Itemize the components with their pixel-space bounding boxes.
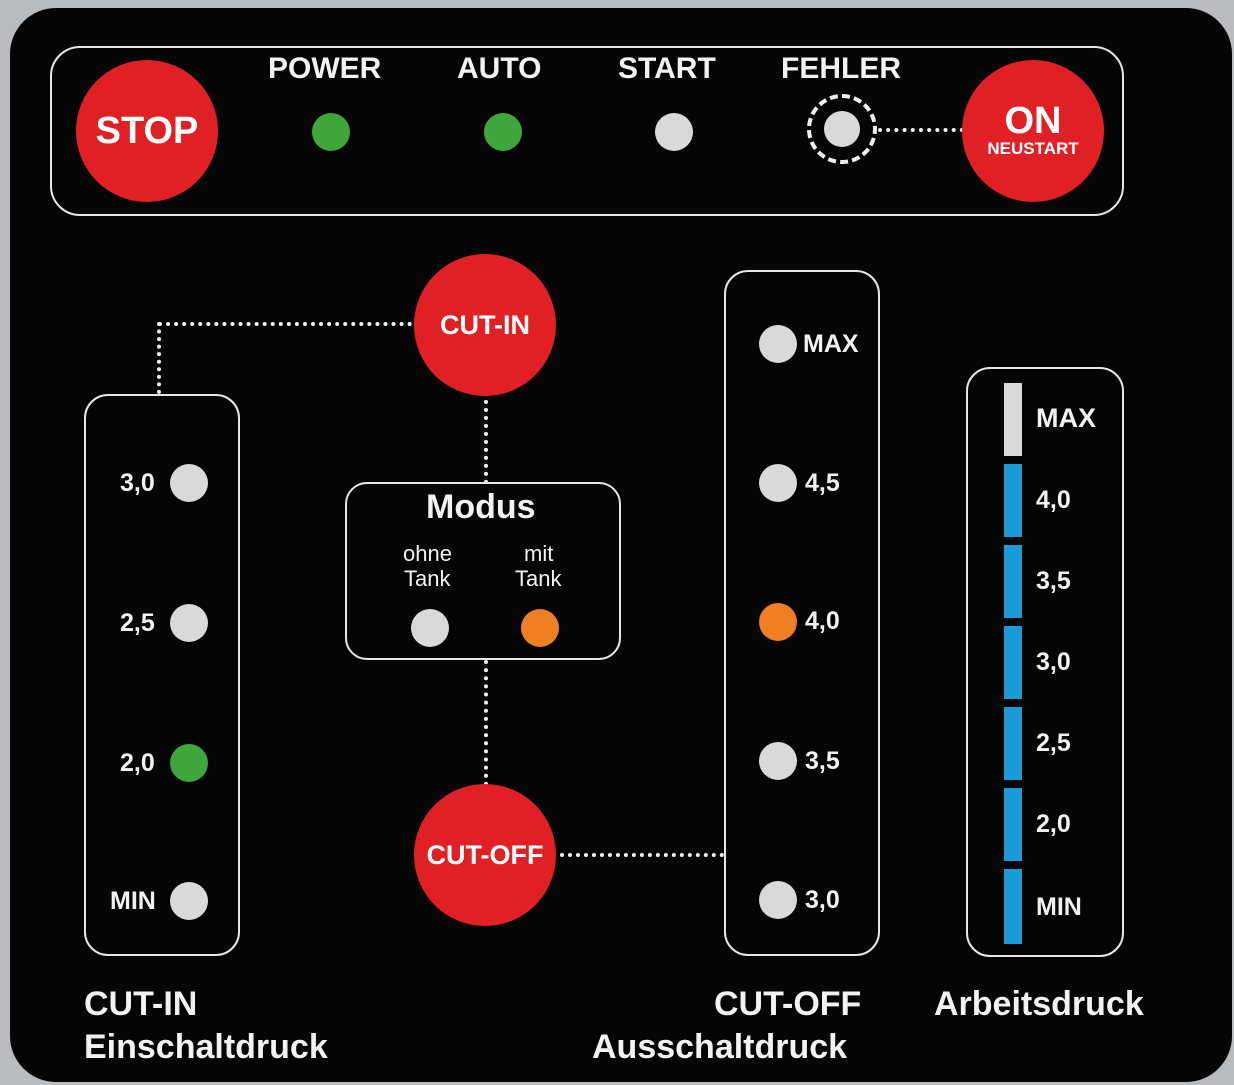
restart-button-label: NEUSTART [987, 139, 1079, 158]
cut-off-title: CUT-OFF [714, 985, 862, 1023]
cut-in-level-led[interactable] [170, 882, 208, 920]
mode-option-text: ohne [403, 541, 452, 566]
mode-option-text: Tank [404, 566, 451, 591]
fehler-label: FEHLER [781, 52, 901, 85]
status-bar-frame [50, 46, 1124, 216]
cut-in-mode-connector [484, 392, 488, 484]
working-pressure-title: Arbeitsdruck [934, 985, 1144, 1023]
working-pressure-bar [1004, 626, 1022, 699]
start-label: START [618, 52, 716, 85]
working-pressure-label: 3,5 [1036, 567, 1071, 595]
working-pressure-label: 4,0 [1036, 486, 1071, 514]
working-pressure-label: MAX [1036, 403, 1096, 433]
working-pressure-label: 2,5 [1036, 729, 1071, 757]
mode-with-tank-led[interactable] [521, 609, 559, 647]
cut-in-level-led[interactable] [170, 604, 208, 642]
cut-off-button[interactable]: CUT-OFF [414, 784, 556, 926]
working-pressure-bar [1004, 869, 1022, 944]
working-pressure-frame [966, 367, 1124, 957]
mode-frame [345, 482, 621, 660]
on-restart-button[interactable]: ON NEUSTART [962, 60, 1104, 202]
cut-in-level-led[interactable] [170, 744, 208, 782]
start-led [655, 113, 693, 151]
mode-cut-off-connector [484, 660, 488, 786]
cut-off-level-led[interactable] [759, 325, 797, 363]
working-pressure-bar [1004, 545, 1022, 618]
cut-in-connector-v [157, 322, 161, 394]
cut-in-subtitle: Einschaltdruck [84, 1028, 328, 1066]
fehler-ring [807, 94, 877, 164]
auto-label: AUTO [457, 52, 542, 85]
auto-led [484, 113, 522, 151]
cut-in-level-label: 2,0 [120, 749, 155, 777]
mode-option-text: mit [524, 541, 554, 566]
cut-in-button[interactable]: CUT-IN [414, 254, 556, 396]
working-pressure-bar [1004, 707, 1022, 780]
cut-off-levels-frame [724, 270, 880, 956]
cut-in-level-label: 2,5 [120, 609, 155, 637]
working-pressure-label: 3,0 [1036, 648, 1071, 676]
working-pressure-label: 2,0 [1036, 810, 1071, 838]
fehler-led [824, 111, 860, 147]
mode-title: Modus [426, 488, 536, 526]
cut-off-level-led[interactable] [759, 881, 797, 919]
cut-in-level-label: 3,0 [120, 469, 155, 497]
cut-off-connector-h [552, 853, 724, 857]
cut-off-level-label: 3,5 [805, 747, 840, 775]
fehler-connector [878, 128, 964, 132]
cut-off-subtitle: Ausschaltdruck [592, 1028, 848, 1066]
cut-in-levels-frame [84, 394, 240, 956]
cut-in-level-label: MIN [110, 887, 156, 915]
working-pressure-bar [1004, 788, 1022, 861]
cut-off-level-label: MAX [803, 330, 859, 358]
mode-option-text: Tank [515, 566, 562, 591]
working-pressure-bar [1004, 383, 1022, 456]
cut-off-level-label: 4,5 [805, 469, 840, 497]
stop-button[interactable]: STOP [76, 60, 218, 202]
stop-button-label: STOP [95, 109, 199, 152]
cut-off-level-label: 4,0 [805, 607, 840, 635]
cut-off-button-label: CUT-OFF [426, 839, 544, 870]
working-pressure-bar [1004, 464, 1022, 537]
cut-in-button-label: CUT-IN [440, 309, 530, 340]
power-label: POWER [268, 52, 382, 85]
mode-without-tank-led[interactable] [411, 609, 449, 647]
on-button-label: ON [1004, 100, 1062, 142]
cut-off-level-led[interactable] [759, 742, 797, 780]
cut-off-level-led[interactable] [759, 464, 797, 502]
cut-off-level-led[interactable] [759, 603, 797, 641]
cut-in-title: CUT-IN [84, 985, 198, 1023]
cut-in-level-led[interactable] [170, 464, 208, 502]
power-led [312, 113, 350, 151]
cut-in-connector-h [158, 322, 420, 326]
working-pressure-label: MIN [1036, 893, 1082, 921]
cut-off-level-label: 3,0 [805, 886, 840, 914]
